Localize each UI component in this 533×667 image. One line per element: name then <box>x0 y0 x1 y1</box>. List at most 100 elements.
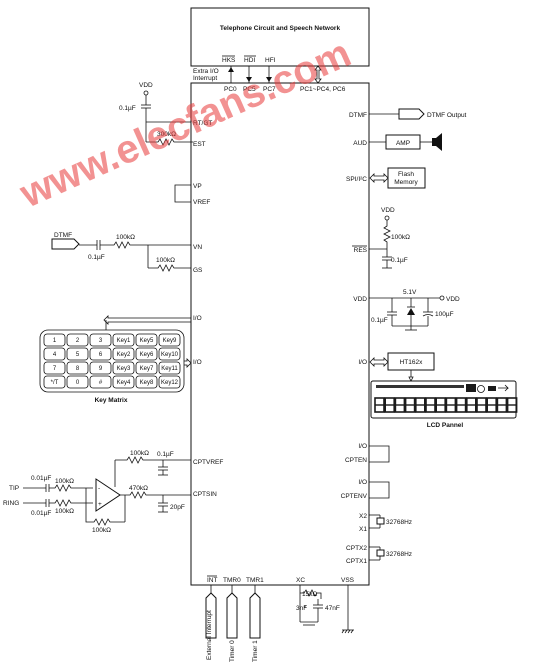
bus-arrow-lcd <box>369 357 389 367</box>
r-100k-tip-label: 100kΩ <box>55 478 74 485</box>
key-button <box>135 333 158 347</box>
key-button <box>135 361 158 375</box>
key-label: Key10 <box>161 352 179 358</box>
pin-vdd: VDD <box>353 296 367 303</box>
pin-est: EST <box>193 141 206 148</box>
pin-tmr1: TMR1 <box>246 577 264 584</box>
external-interrupt-label: External Interrupt <box>206 610 213 660</box>
telephone-circuit-title: Telephone Circuit and Speech Network <box>220 25 341 32</box>
r-300k-label: 300kΩ <box>157 131 176 138</box>
key-label: 3 <box>99 338 103 344</box>
key-button <box>112 375 135 389</box>
key-button <box>43 333 66 347</box>
pin-cptx2: CPTX2 <box>346 545 367 552</box>
pin-cptx1: CPTX1 <box>346 558 367 565</box>
ring-label: RING <box>3 500 19 507</box>
vdd-res-terminal <box>384 215 390 221</box>
bus-arrow-spi <box>369 173 389 183</box>
cap-01-res-label: 0.1µF <box>391 257 408 264</box>
pin-io-lcd: I/O <box>358 359 367 366</box>
pin-cptenv: CPTENV <box>341 493 368 500</box>
key-label: 6 <box>99 352 103 358</box>
r-15k-label: 15kΩ <box>302 591 317 598</box>
key-label: Key8 <box>140 380 154 386</box>
key-label: Key5 <box>140 338 154 344</box>
key-label: Key4 <box>117 380 131 386</box>
key-label: Key9 <box>163 338 177 344</box>
arrow-hdi <box>246 77 252 82</box>
key-button <box>89 333 112 347</box>
cap-001-tip-label: 0.01µF <box>31 475 51 482</box>
pin-dtmf: DTMF <box>349 112 367 119</box>
resistor-100k-gs <box>148 264 191 272</box>
key-label: Key6 <box>140 352 154 358</box>
tip-label: TIP <box>9 485 19 492</box>
dtmf-input-label: DTMF <box>54 232 72 239</box>
pin-gs: GS <box>193 267 203 274</box>
lcd-digit-row <box>374 397 518 413</box>
speaker-cone-icon <box>436 133 442 151</box>
dtmf-output-connector <box>398 108 425 120</box>
lcd-panel-label: LCD Pannel <box>427 422 464 429</box>
key-button <box>158 361 181 375</box>
resistor-100k-cpt <box>115 456 191 464</box>
key-button <box>66 333 89 347</box>
pin-hks: HKS <box>222 57 236 64</box>
lcd-arrow-icon <box>498 384 509 392</box>
pin-x1: X1 <box>359 526 367 533</box>
pin-extra-io-label: Extra I/O <box>193 68 219 75</box>
pin-spi: SPI/I²C <box>346 176 367 183</box>
key-button <box>43 347 66 361</box>
op-amp-minus: - <box>98 485 100 492</box>
pin-io-2: I/O <box>193 359 202 366</box>
key-label: Key3 <box>117 366 131 372</box>
amp-label: AMP <box>396 140 410 147</box>
crystal-a-label: 32768Hz <box>386 519 412 526</box>
ground-vss-hatch <box>341 629 354 634</box>
pin-io-1: I/O <box>193 315 202 322</box>
timer0-connector <box>226 592 238 639</box>
pin-pc0: PC0 <box>224 86 237 93</box>
cap-01-cpt-label: 0.1µF <box>157 451 174 458</box>
pin-interrupt-label: Interrupt <box>193 75 217 82</box>
pin-rtgt: RT/GT <box>193 120 212 127</box>
lcd-mail-icon <box>488 386 496 391</box>
key-button <box>89 361 112 375</box>
mcu-chip <box>190 82 370 586</box>
key-label: # <box>99 380 103 386</box>
external-interrupt-connector <box>205 592 217 639</box>
dtmf-output-label: DTMF Output <box>427 112 467 119</box>
pin-pc7: PC7 <box>263 86 276 93</box>
cap-001-ring-label: 0.01µF <box>31 510 51 517</box>
wire-cpten <box>369 445 390 463</box>
key-button <box>66 375 89 389</box>
r-470k-label: 470kΩ <box>129 485 148 492</box>
key-label: Key12 <box>161 380 179 386</box>
pin-vp: VP <box>193 183 202 190</box>
key-matrix-label: Key Matrix <box>95 397 128 404</box>
key-button <box>158 375 181 389</box>
pin-x2: X2 <box>359 513 367 520</box>
key-button <box>158 333 181 347</box>
bus-arrow-io-1 <box>103 315 192 325</box>
resistor-100k-tip <box>49 484 93 492</box>
r-100k-fb-label: 100kΩ <box>92 527 111 534</box>
ht162x-label: HT162x <box>400 359 424 366</box>
pin-vref: VREF <box>193 199 210 206</box>
key-label: 2 <box>76 338 80 344</box>
cap-20p-label: 20pF <box>170 504 185 511</box>
key-button <box>112 361 135 375</box>
vdd-terminal <box>439 295 445 301</box>
pin-res: RES <box>354 247 368 254</box>
arrow-hks <box>228 67 234 72</box>
resistor-15k <box>300 589 322 599</box>
crystal-b-label: 32768Hz <box>386 551 412 558</box>
pin-pc-range: PC1~PC4, PC6 <box>300 86 346 93</box>
cap-01-vn-label: 0.1µF <box>88 254 105 261</box>
timer0-label: Timer 0 <box>229 640 236 662</box>
pin-int: INT <box>207 577 218 584</box>
pin-xc: XC <box>296 577 305 584</box>
vdd-res-label: VDD <box>381 207 395 214</box>
bus-arrow-pc <box>314 65 322 84</box>
